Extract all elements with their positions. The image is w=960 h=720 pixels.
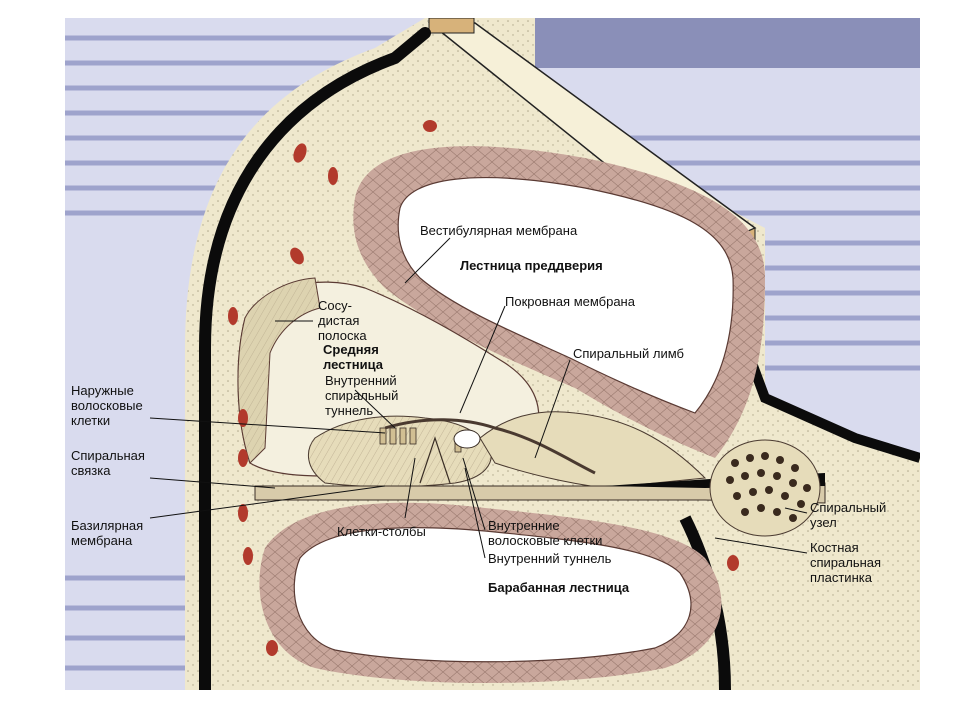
label-basilar-membrane: Базилярная мембрана — [71, 518, 144, 548]
label-pillar-cells: Клетки-столбы — [337, 524, 426, 539]
label-spiral-limbus: Спиральный лимб — [573, 346, 684, 361]
spiral-limbus — [479, 411, 707, 489]
label-scala-media: Средняя лестница — [323, 342, 383, 372]
stria-vascularis-cells — [238, 278, 320, 463]
label-osseous-spiral-lamina: Костная спиральная пластинка — [810, 540, 882, 585]
label-spiral-ligament: Спиральная связка — [71, 448, 145, 478]
scala-tympani-lumen — [293, 527, 692, 663]
label-spiral-ganglion: Спиральный узел — [810, 500, 887, 530]
label-scala-tympani: Барабанная лестница — [488, 580, 630, 595]
label-inner-tunnel: Внутренний туннель — [488, 551, 612, 566]
background-photo — [530, 18, 920, 68]
pillar-cells — [419, 436, 451, 484]
outer-hair-cells — [379, 427, 417, 445]
cochlea-figure: Вестибулярная мембрана Лестница преддвер… — [65, 18, 920, 690]
label-tectorial-membrane: Покровная мембрана — [505, 294, 635, 309]
leader-lines — [149, 237, 808, 559]
blood-cells — [228, 120, 739, 656]
label-inner-spiral-tunnel: Внутренний спиральный туннель — [325, 373, 399, 418]
cochlea-drawing — [65, 18, 920, 690]
cochlear-wall-outline — [199, 27, 431, 690]
scala-vestibuli-lumen — [397, 177, 734, 414]
label-scala-vestibuli: Лестница преддверия — [460, 258, 603, 273]
bone-cap-top — [428, 18, 475, 34]
inner-spiral-tunnel — [453, 429, 481, 449]
spiral-ganglion — [709, 439, 821, 537]
label-inner-hair-cells: Внутренние волосковые клетки — [488, 518, 603, 548]
tectorial-membrane — [384, 418, 596, 475]
label-outer-hair-cells: Наружные волосковые клетки — [71, 383, 143, 428]
label-stria-vascularis: Сосу- дистая полоска — [318, 298, 367, 343]
label-vestibular-membrane: Вестибулярная мембрана — [420, 223, 578, 238]
